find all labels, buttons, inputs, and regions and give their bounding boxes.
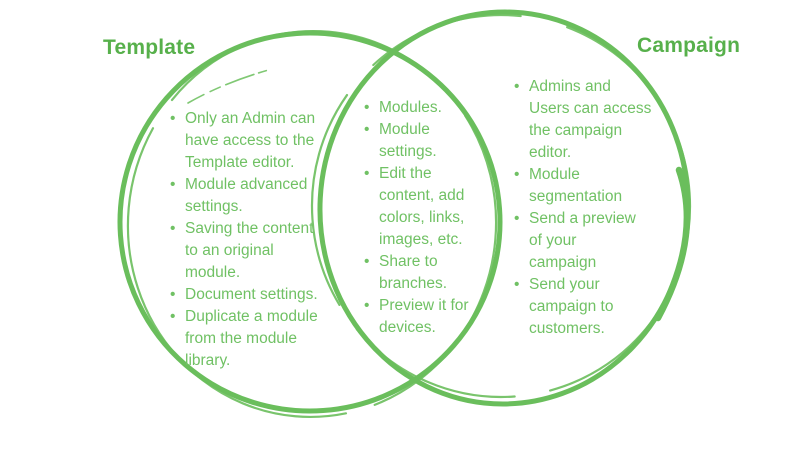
- list-item-text: Edit the content, add colors, links, ima…: [379, 165, 465, 248]
- list-item: • Module segmentation: [514, 164, 666, 208]
- shared-list: • Modules. • Module settings. • Edit the…: [364, 97, 476, 339]
- left-circle-echo: [126, 29, 498, 419]
- left-circle: [117, 30, 503, 414]
- list-item-text: Document settings.: [185, 286, 318, 303]
- bullet-icon: •: [514, 210, 520, 227]
- list-item: • Duplicate a module from the module lib…: [170, 306, 354, 372]
- list-item: • Module advanced settings.: [170, 174, 354, 218]
- list-item-text: Only an Admin can have access to the Tem…: [185, 110, 316, 171]
- bullet-icon: •: [364, 297, 370, 314]
- campaign-list: • Admins and Users can access the campai…: [514, 76, 666, 340]
- bullet-icon: •: [364, 121, 370, 138]
- list-item-text: Module settings.: [379, 121, 437, 160]
- list-item: • Send a preview of your campaign: [514, 208, 666, 274]
- bullet-icon: •: [514, 78, 520, 95]
- bullet-icon: •: [364, 99, 370, 116]
- list-item-text: Send your campaign to customers.: [529, 276, 614, 337]
- bullet-icon: •: [514, 166, 520, 183]
- sketch-crescent-right: [654, 166, 691, 322]
- list-item: • Send your campaign to customers.: [514, 274, 666, 340]
- list-item: • Modules.: [364, 97, 476, 119]
- list-item-text: Share to branches.: [379, 253, 448, 292]
- list-item-text: Module segmentation: [529, 166, 623, 205]
- list-item: • Edit the content, add colors, links, i…: [364, 163, 476, 251]
- campaign-title: Campaign: [637, 34, 741, 57]
- template-title: Template: [103, 36, 196, 59]
- sketch-dash-top-left: [187, 68, 273, 104]
- bullet-icon: •: [364, 253, 370, 270]
- list-item: • Only an Admin can have access to the T…: [170, 108, 354, 174]
- template-list: • Only an Admin can have access to the T…: [170, 108, 354, 372]
- list-item-text: Send a preview of your campaign: [529, 210, 636, 271]
- bullet-icon: •: [170, 308, 176, 325]
- list-item: • Preview it for devices.: [364, 295, 476, 339]
- list-item: • Module settings.: [364, 119, 476, 163]
- list-item-text: Module advanced settings.: [185, 176, 308, 215]
- list-item-text: Modules.: [379, 99, 442, 116]
- list-item: • Share to branches.: [364, 251, 476, 295]
- bullet-icon: •: [170, 286, 176, 303]
- list-item-text: Saving the content to an original module…: [185, 220, 314, 281]
- list-item: • Document settings.: [170, 284, 354, 306]
- bullet-icon: •: [170, 110, 176, 127]
- list-item-text: Preview it for devices.: [379, 297, 469, 336]
- bullet-icon: •: [170, 220, 176, 237]
- list-item-text: Duplicate a module from the module libra…: [185, 308, 318, 369]
- bullet-icon: •: [364, 165, 370, 182]
- list-item: • Saving the content to an original modu…: [170, 218, 354, 284]
- list-item: • Admins and Users can access the campai…: [514, 76, 666, 164]
- bullet-icon: •: [514, 276, 520, 293]
- list-item-text: Admins and Users can access the campaign…: [529, 78, 652, 161]
- bullet-icon: •: [170, 176, 176, 193]
- right-circle-echo: [310, 13, 692, 399]
